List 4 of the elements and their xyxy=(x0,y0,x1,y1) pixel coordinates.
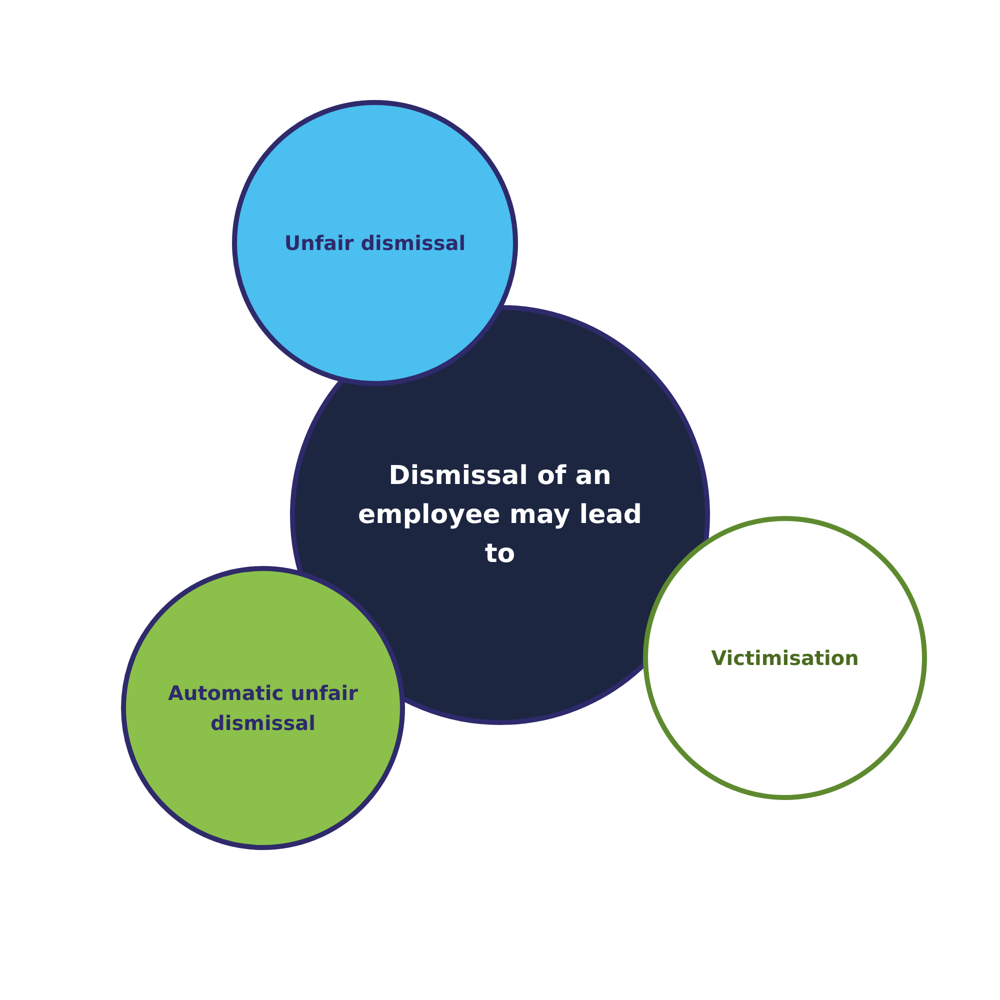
circle-label: Dismissal of an employee may lead to xyxy=(357,460,643,570)
circle-label: Automatic unfair dismissal xyxy=(167,680,359,737)
circle-label: Unfair dismissal xyxy=(283,230,467,257)
circle-label: Victimisation xyxy=(710,645,860,672)
